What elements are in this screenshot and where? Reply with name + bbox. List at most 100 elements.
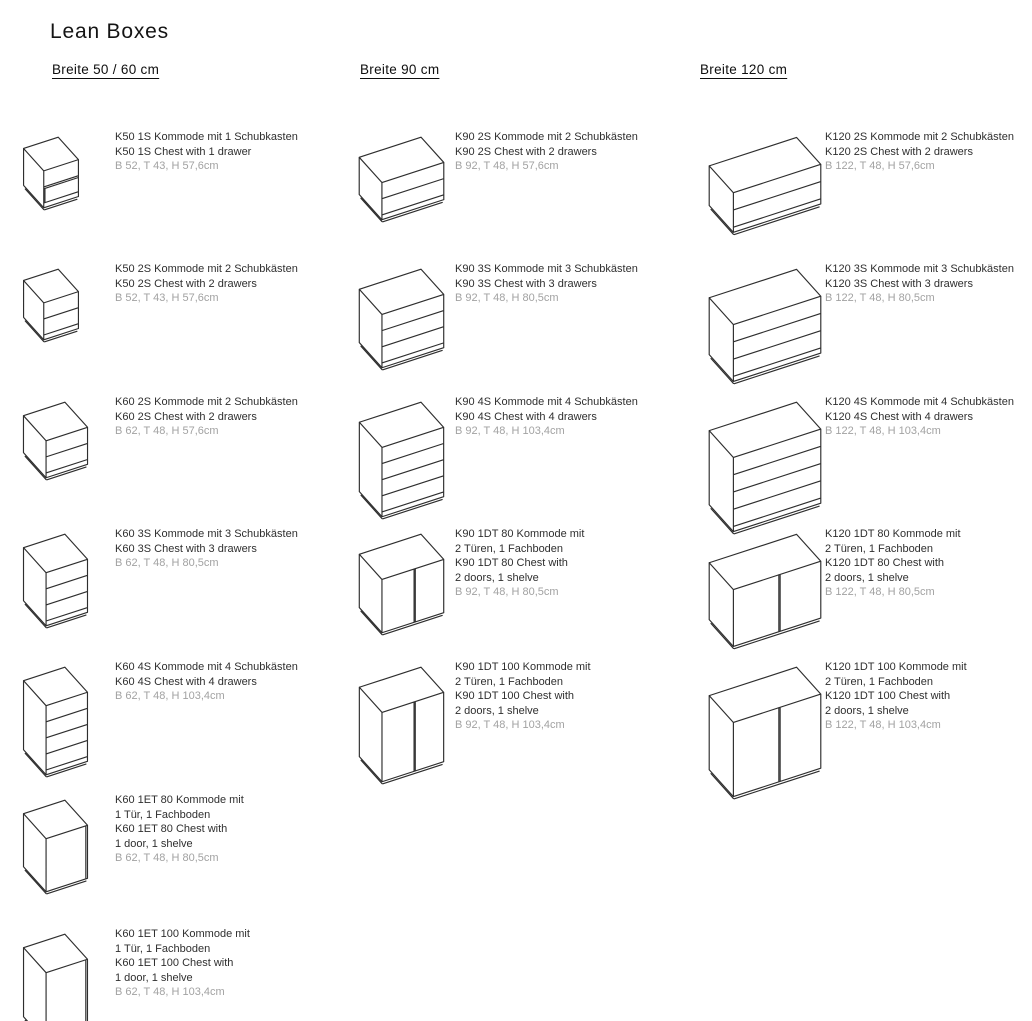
- product-title-line: K60 1ET 100 Chest with: [115, 957, 234, 970]
- product-title-line: K120 1DT 100 Chest with: [825, 690, 951, 703]
- column-header: Breite 50 / 60 cm: [52, 62, 160, 77]
- product-dimensions: B 92, T 48, H 57,6cm: [455, 160, 559, 173]
- product-dimensions: B 92, T 48, H 103,4cm: [455, 719, 565, 732]
- product-drawing: [358, 136, 445, 223]
- column-header: Breite 120 cm: [700, 62, 788, 77]
- product-title-line: K50 2S Chest with 2 drawers: [115, 277, 257, 290]
- product-title-line: K120 3S Chest with 3 drawers: [825, 277, 973, 290]
- product-title-line: K60 4S Kommode mit 4 Schubkästen: [115, 661, 298, 673]
- product-title-line: K90 1DT 100 Chest with: [455, 690, 575, 703]
- product-title-line: K90 4S Kommode mit 4 Schubkästen: [455, 396, 638, 408]
- product-title-line: 2 doors, 1 shelve: [455, 704, 539, 717]
- product-title-line: K60 4S Chest with 4 drawers: [115, 675, 257, 688]
- product-title-line: K120 3S Kommode mit 3 Schubkästen: [825, 263, 1014, 275]
- product-drawing: [22, 933, 89, 1021]
- column-header: Breite 90 cm: [360, 62, 440, 77]
- product-title-line: K50 2S Kommode mit 2 Schubkästen: [115, 263, 298, 275]
- product-title-line: 2 doors, 1 shelve: [825, 571, 909, 584]
- product-drawing: [22, 268, 80, 343]
- product-dimensions: B 92, T 48, H 80,5cm: [455, 586, 559, 599]
- product-title-line: 2 doors, 1 shelve: [455, 571, 539, 584]
- product-title-line: K120 2S Chest with 2 drawers: [825, 145, 973, 158]
- product-title-line: 2 doors, 1 shelve: [825, 704, 909, 717]
- product-item-k120-1dt-100: K120 1DT 100 Kommode mit 2 Türen, 1 Fachb…: [708, 660, 1032, 800]
- product-title-line: K90 1DT 80 Chest with: [455, 557, 568, 570]
- product-title-line: K60 1ET 80 Kommode mit: [115, 794, 244, 806]
- product-title-line: 1 Tür, 1 Fachboden: [115, 808, 211, 821]
- product-title-line: 1 door, 1 shelve: [115, 971, 193, 984]
- product-dimensions: B 122, T 48, H 57,6cm: [825, 160, 935, 173]
- product-drawing: [708, 136, 822, 236]
- product-title-line: K120 4S Chest with 4 drawers: [825, 410, 973, 423]
- page-title: Lean Boxes: [50, 20, 169, 43]
- product-title-line: K90 2S Chest with 2 drawers: [455, 145, 597, 158]
- product-title-line: 2 Türen, 1 Fachboden: [455, 542, 564, 555]
- product-drawing: [358, 666, 445, 785]
- product-title-line: 2 Türen, 1 Fachboden: [825, 542, 934, 555]
- product-drawing: [708, 401, 822, 535]
- product-title-line: K120 4S Kommode mit 4 Schubkästen: [825, 396, 1014, 408]
- product-title-line: 1 door, 1 shelve: [115, 837, 193, 850]
- product-item-k60-1et-80: K60 1ET 80 Kommode mit 1 Tür, 1 Fachboden…: [22, 793, 356, 925]
- product-title-line: K90 4S Chest with 4 drawers: [455, 410, 597, 423]
- product-drawing: [22, 533, 89, 629]
- product-title-line: K60 3S Kommode mit 3 Schubkästen: [115, 528, 298, 540]
- product-title-line: K120 1DT 100 Kommode mit: [825, 661, 967, 673]
- product-title-line: K60 1ET 80 Chest with: [115, 823, 228, 836]
- product-text: K60 1ET 80 Kommode mit 1 Tür, 1 Fachboden…: [115, 793, 244, 866]
- product-drawing: [22, 401, 89, 481]
- product-title-line: K60 3S Chest with 3 drawers: [115, 542, 257, 555]
- product-dimensions: B 62, T 48, H 80,5cm: [115, 852, 219, 865]
- product-item-k90-1dt-80: K90 1DT 80 Kommode mit 2 Türen, 1 Fachbod…: [358, 527, 692, 659]
- product-title-line: 1 Tür, 1 Fachboden: [115, 942, 211, 955]
- product-title-line: K120 2S Kommode mit 2 Schubkästen: [825, 131, 1014, 143]
- product-dimensions: B 92, T 48, H 103,4cm: [455, 425, 565, 438]
- product-text: K90 1DT 80 Kommode mit 2 Türen, 1 Fachbod…: [455, 527, 584, 600]
- product-dimensions: B 122, T 48, H 80,5cm: [825, 292, 935, 305]
- product-drawing: [708, 666, 822, 800]
- product-title-line: 2 Türen, 1 Fachboden: [825, 675, 934, 688]
- product-title-line: K90 1DT 80 Kommode mit: [455, 528, 585, 540]
- product-title-line: K50 1S Chest with 1 drawer: [115, 145, 252, 158]
- product-drawing: [708, 268, 822, 385]
- product-title-line: K90 3S Chest with 3 drawers: [455, 277, 597, 290]
- product-dimensions: B 62, T 48, H 57,6cm: [115, 425, 219, 438]
- product-drawing: [358, 533, 445, 636]
- product-title-line: K90 3S Kommode mit 3 Schubkästen: [455, 263, 638, 275]
- product-dimensions: B 52, T 43, H 57,6cm: [115, 292, 219, 305]
- product-dimensions: B 52, T 43, H 57,6cm: [115, 160, 219, 173]
- product-drawing: [358, 268, 445, 371]
- product-title-line: 2 Türen, 1 Fachboden: [455, 675, 564, 688]
- product-drawing: [708, 533, 822, 650]
- product-dimensions: B 62, T 48, H 80,5cm: [115, 557, 219, 570]
- product-dimensions: B 122, T 48, H 80,5cm: [825, 586, 935, 599]
- product-title-line: K90 2S Kommode mit 2 Schubkästen: [455, 131, 638, 143]
- product-text: K120 1DT 100 Kommode mit 2 Türen, 1 Fachb…: [825, 660, 967, 733]
